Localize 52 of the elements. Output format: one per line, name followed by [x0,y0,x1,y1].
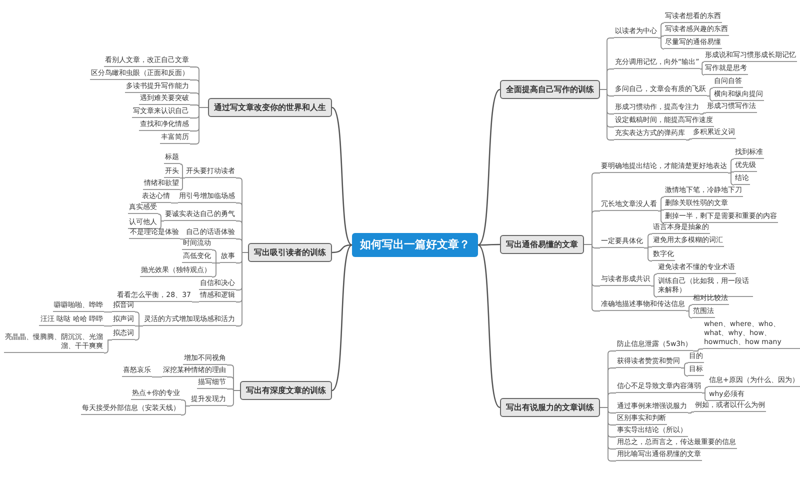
connector-line [478,244,500,408]
connector-line [658,196,664,212]
connector-line [658,36,664,38]
connector-line [700,112,706,114]
connector-line [332,107,352,246]
connector-line [706,88,714,96]
topic-box: 写出吸引读者的训练 [248,243,332,262]
connector-line [686,310,692,318]
connector-line [680,368,688,376]
connector-line [650,286,658,298]
connector-line [332,244,352,391]
central-topic-box: 如何写出一篇好文章？ [352,233,478,257]
connector-line [702,392,708,402]
connector-line [236,252,248,326]
connector-line [728,172,734,174]
connector-line [658,210,664,212]
connector-line [700,68,704,76]
connector-line [658,38,664,50]
connector-line [332,244,352,254]
connector-line [686,304,692,312]
connector-line [692,348,704,352]
connector-line [644,248,652,262]
connector-line [104,340,112,354]
connector-line [658,22,664,38]
connector-line [226,390,240,406]
connector-line [152,376,162,378]
topic-box: 通过写文章改变你的世界和人生 [208,98,332,117]
connector-line [180,164,186,178]
topic-box: 写出有深度文章的训练 [240,381,332,400]
connector-line [158,214,164,222]
connector-line [180,406,190,416]
connector-line [706,96,714,102]
connector-line [728,172,734,186]
connector-line [170,202,178,204]
topic-box: 全面提高自己写作的训练 [500,80,600,99]
connector-line [728,158,734,174]
connector-line [700,62,704,70]
connector-line [158,220,164,230]
connector-line [702,386,708,394]
connector-line [658,210,664,224]
connector-line [180,178,186,190]
topic-box: 写出通俗易懂的文章 [500,235,584,254]
connector-line [688,412,694,414]
connector-line [584,244,600,312]
topic-box: 写出有说服力的文章训练 [500,398,600,417]
connector-line [686,138,692,140]
connector-line [600,407,616,462]
connector-line [478,244,500,246]
connector-line [190,107,208,144]
connector-line [478,89,500,246]
connector-line [180,238,186,240]
connector-line [650,274,658,286]
